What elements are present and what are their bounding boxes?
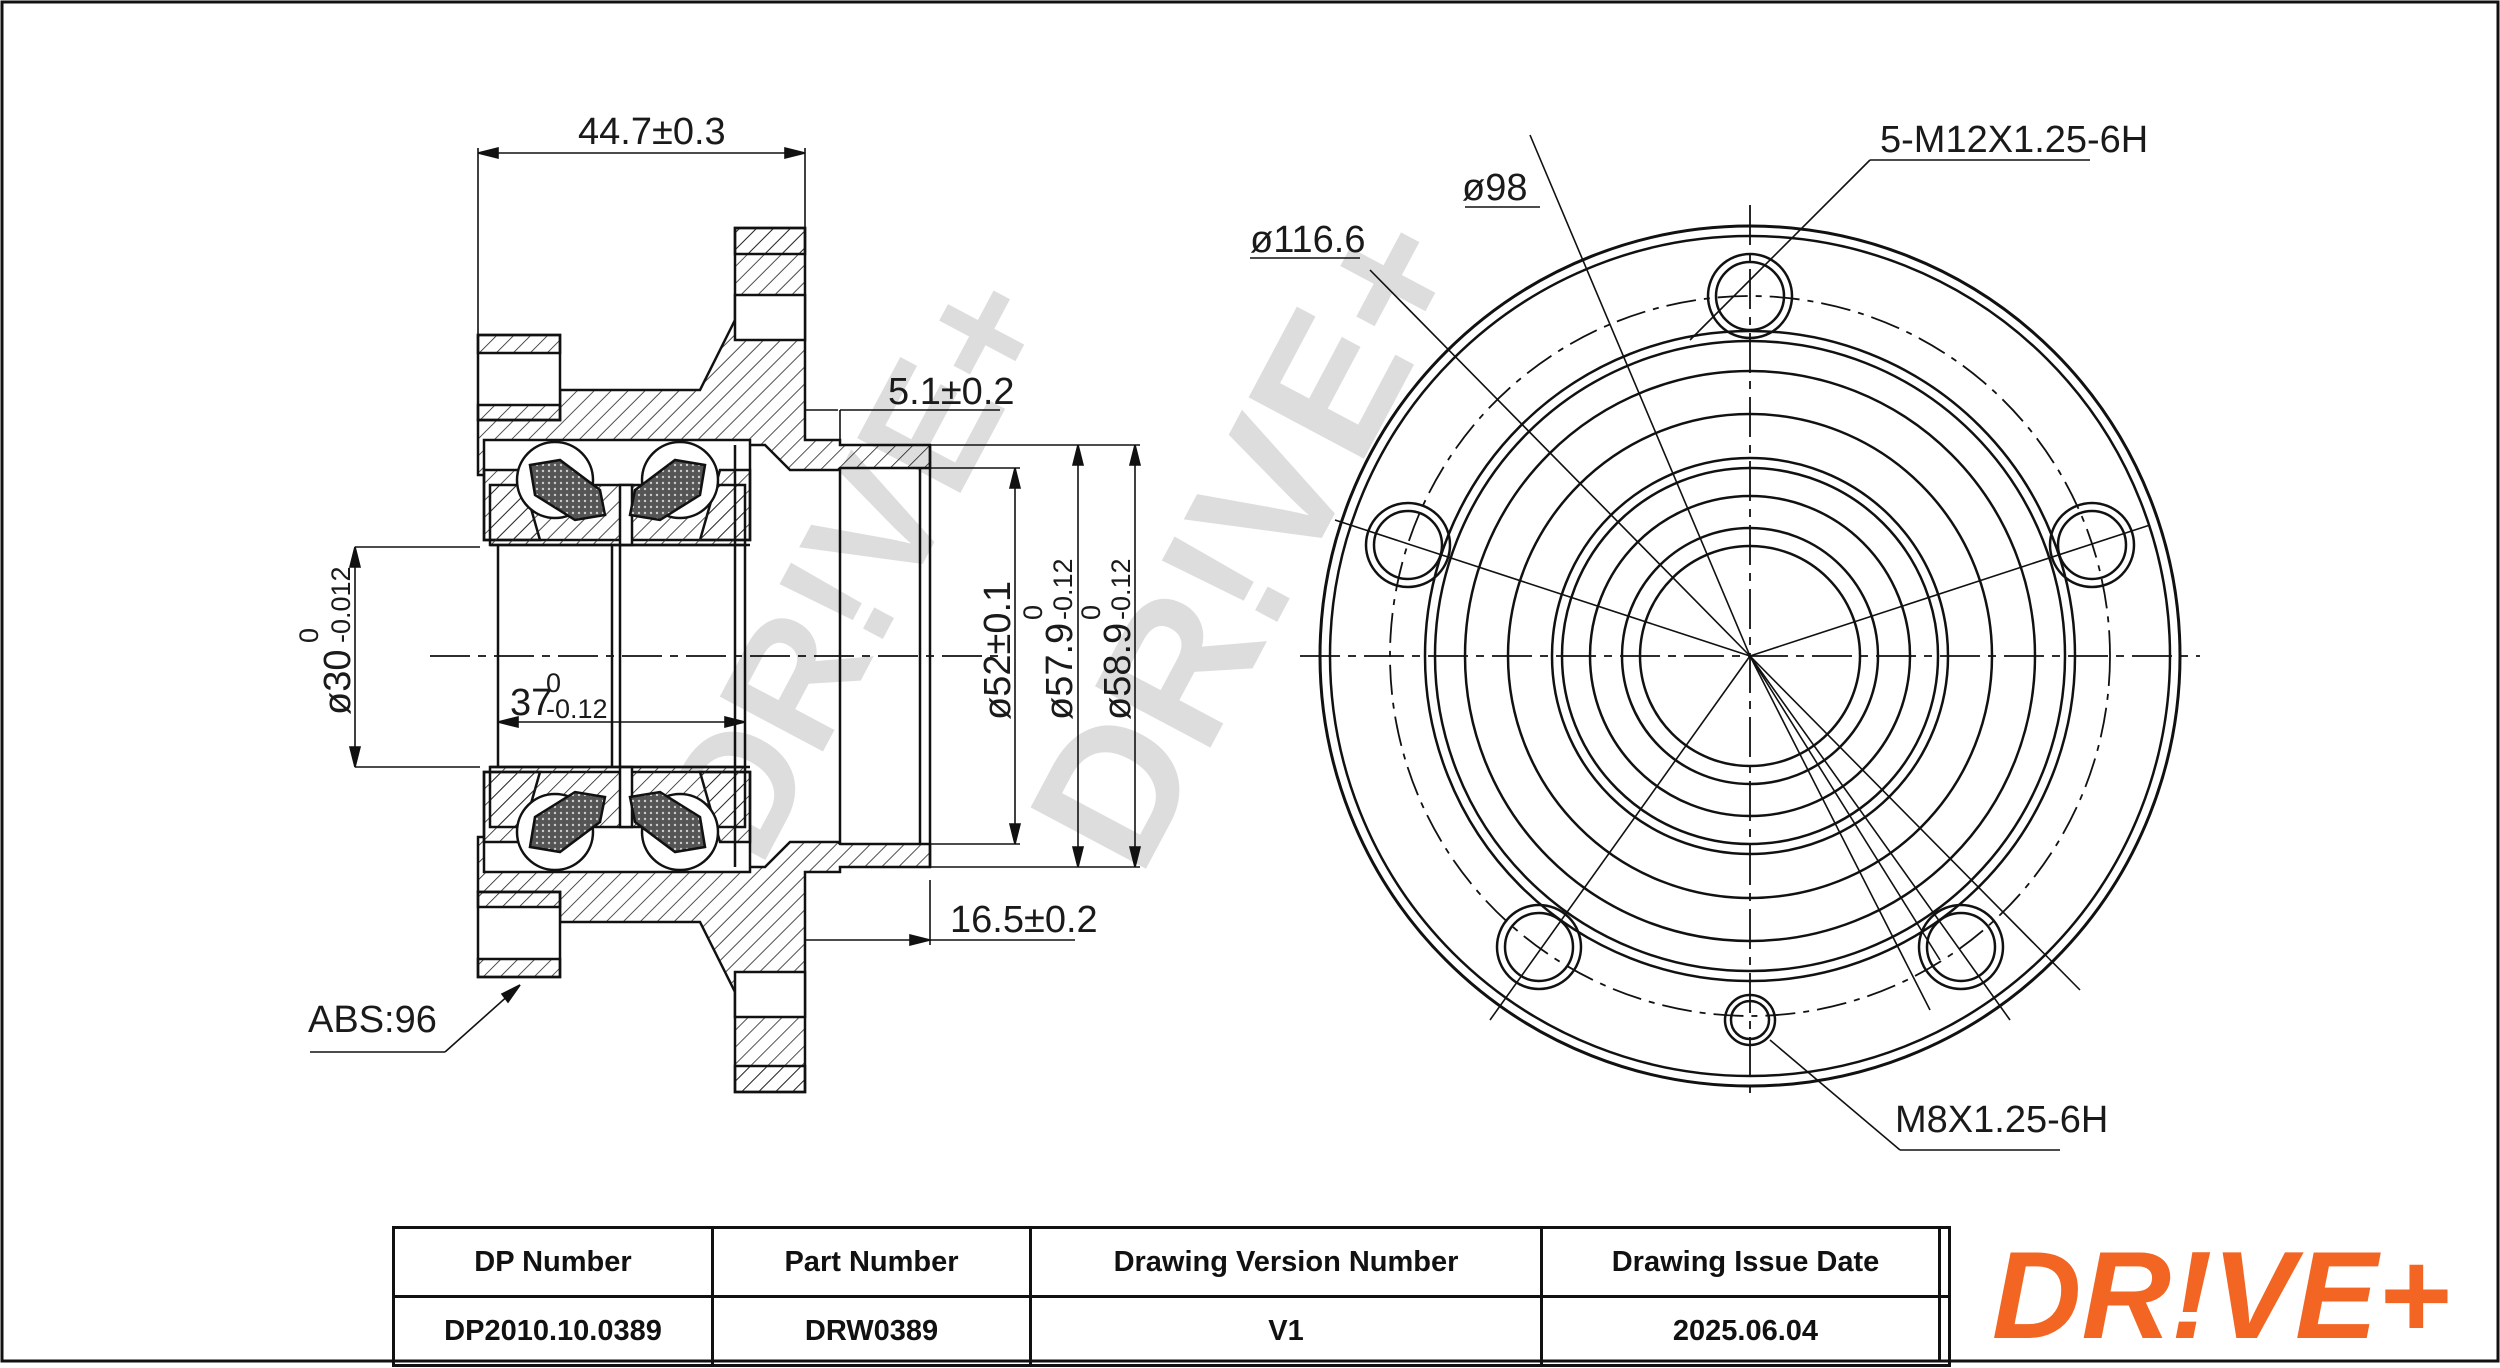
section-view [430,226,1000,1094]
svg-text:DR!VE+: DR!VE+ [989,180,1506,899]
dim-dia-57-tol-lower: -0.12 [1048,558,1078,620]
dim-bore-tol-upper: 0 [294,628,324,643]
dim-thread-small: M8X1.25-6H [1895,1099,2108,1141]
dim-total-width: 44.7±0.3 [578,111,726,153]
header-part-number: Part Number [711,1226,1032,1298]
dim-bore: ø30 [317,650,359,715]
header-issue-date: Drawing Issue Date [1540,1226,1951,1298]
dim-inner-width-tol-lower: -0.12 [546,694,608,724]
dim-dia-52: ø52±0.1 [977,581,1019,720]
dim-dia-58-tol-upper: 0 [1076,605,1106,620]
header-dp-number: DP Number [392,1226,714,1298]
dim-pcd-116: ø116.6 [1250,219,1365,261]
dim-inner-width-tol-upper: 0 [546,668,561,698]
section-dimension-lines [310,146,1142,1053]
value-part-number: DRW0389 [711,1295,1032,1367]
brand-logo: DR!VE+ [1938,1226,2500,1365]
dim-spigot-length: 16.5±0.2 [950,899,1098,941]
watermark-right: DR!VE+ [989,180,1506,899]
header-drawing-version: Drawing Version Number [1029,1226,1543,1298]
dim-abs: ABS:96 [308,999,437,1041]
value-issue-date: 2025.06.04 [1540,1295,1951,1367]
value-drawing-version: V1 [1029,1295,1543,1367]
brand-logo-text: DR!VE+ [1992,1227,2450,1361]
dim-dia-57-tol-upper: 0 [1018,605,1048,620]
front-view [1250,134,2200,1151]
dim-thread-main: 5-M12X1.25-6H [1880,119,2148,161]
dim-dia-58-tol-lower: -0.12 [1106,558,1136,620]
dim-dia-57: ø57.9 [1039,623,1081,720]
dim-pcd-98: ø98 [1462,167,1527,209]
dim-bore-tol-lower: -0.012 [326,566,356,643]
dim-inner-width: 37 [510,682,552,724]
dim-flange-offset: 5.1±0.2 [888,371,1015,413]
title-block: DP Number Part Number Drawing Version Nu… [392,1226,2500,1367]
value-dp-number: DP2010.10.0389 [392,1295,714,1367]
dim-dia-58: ø58.9 [1097,623,1139,720]
